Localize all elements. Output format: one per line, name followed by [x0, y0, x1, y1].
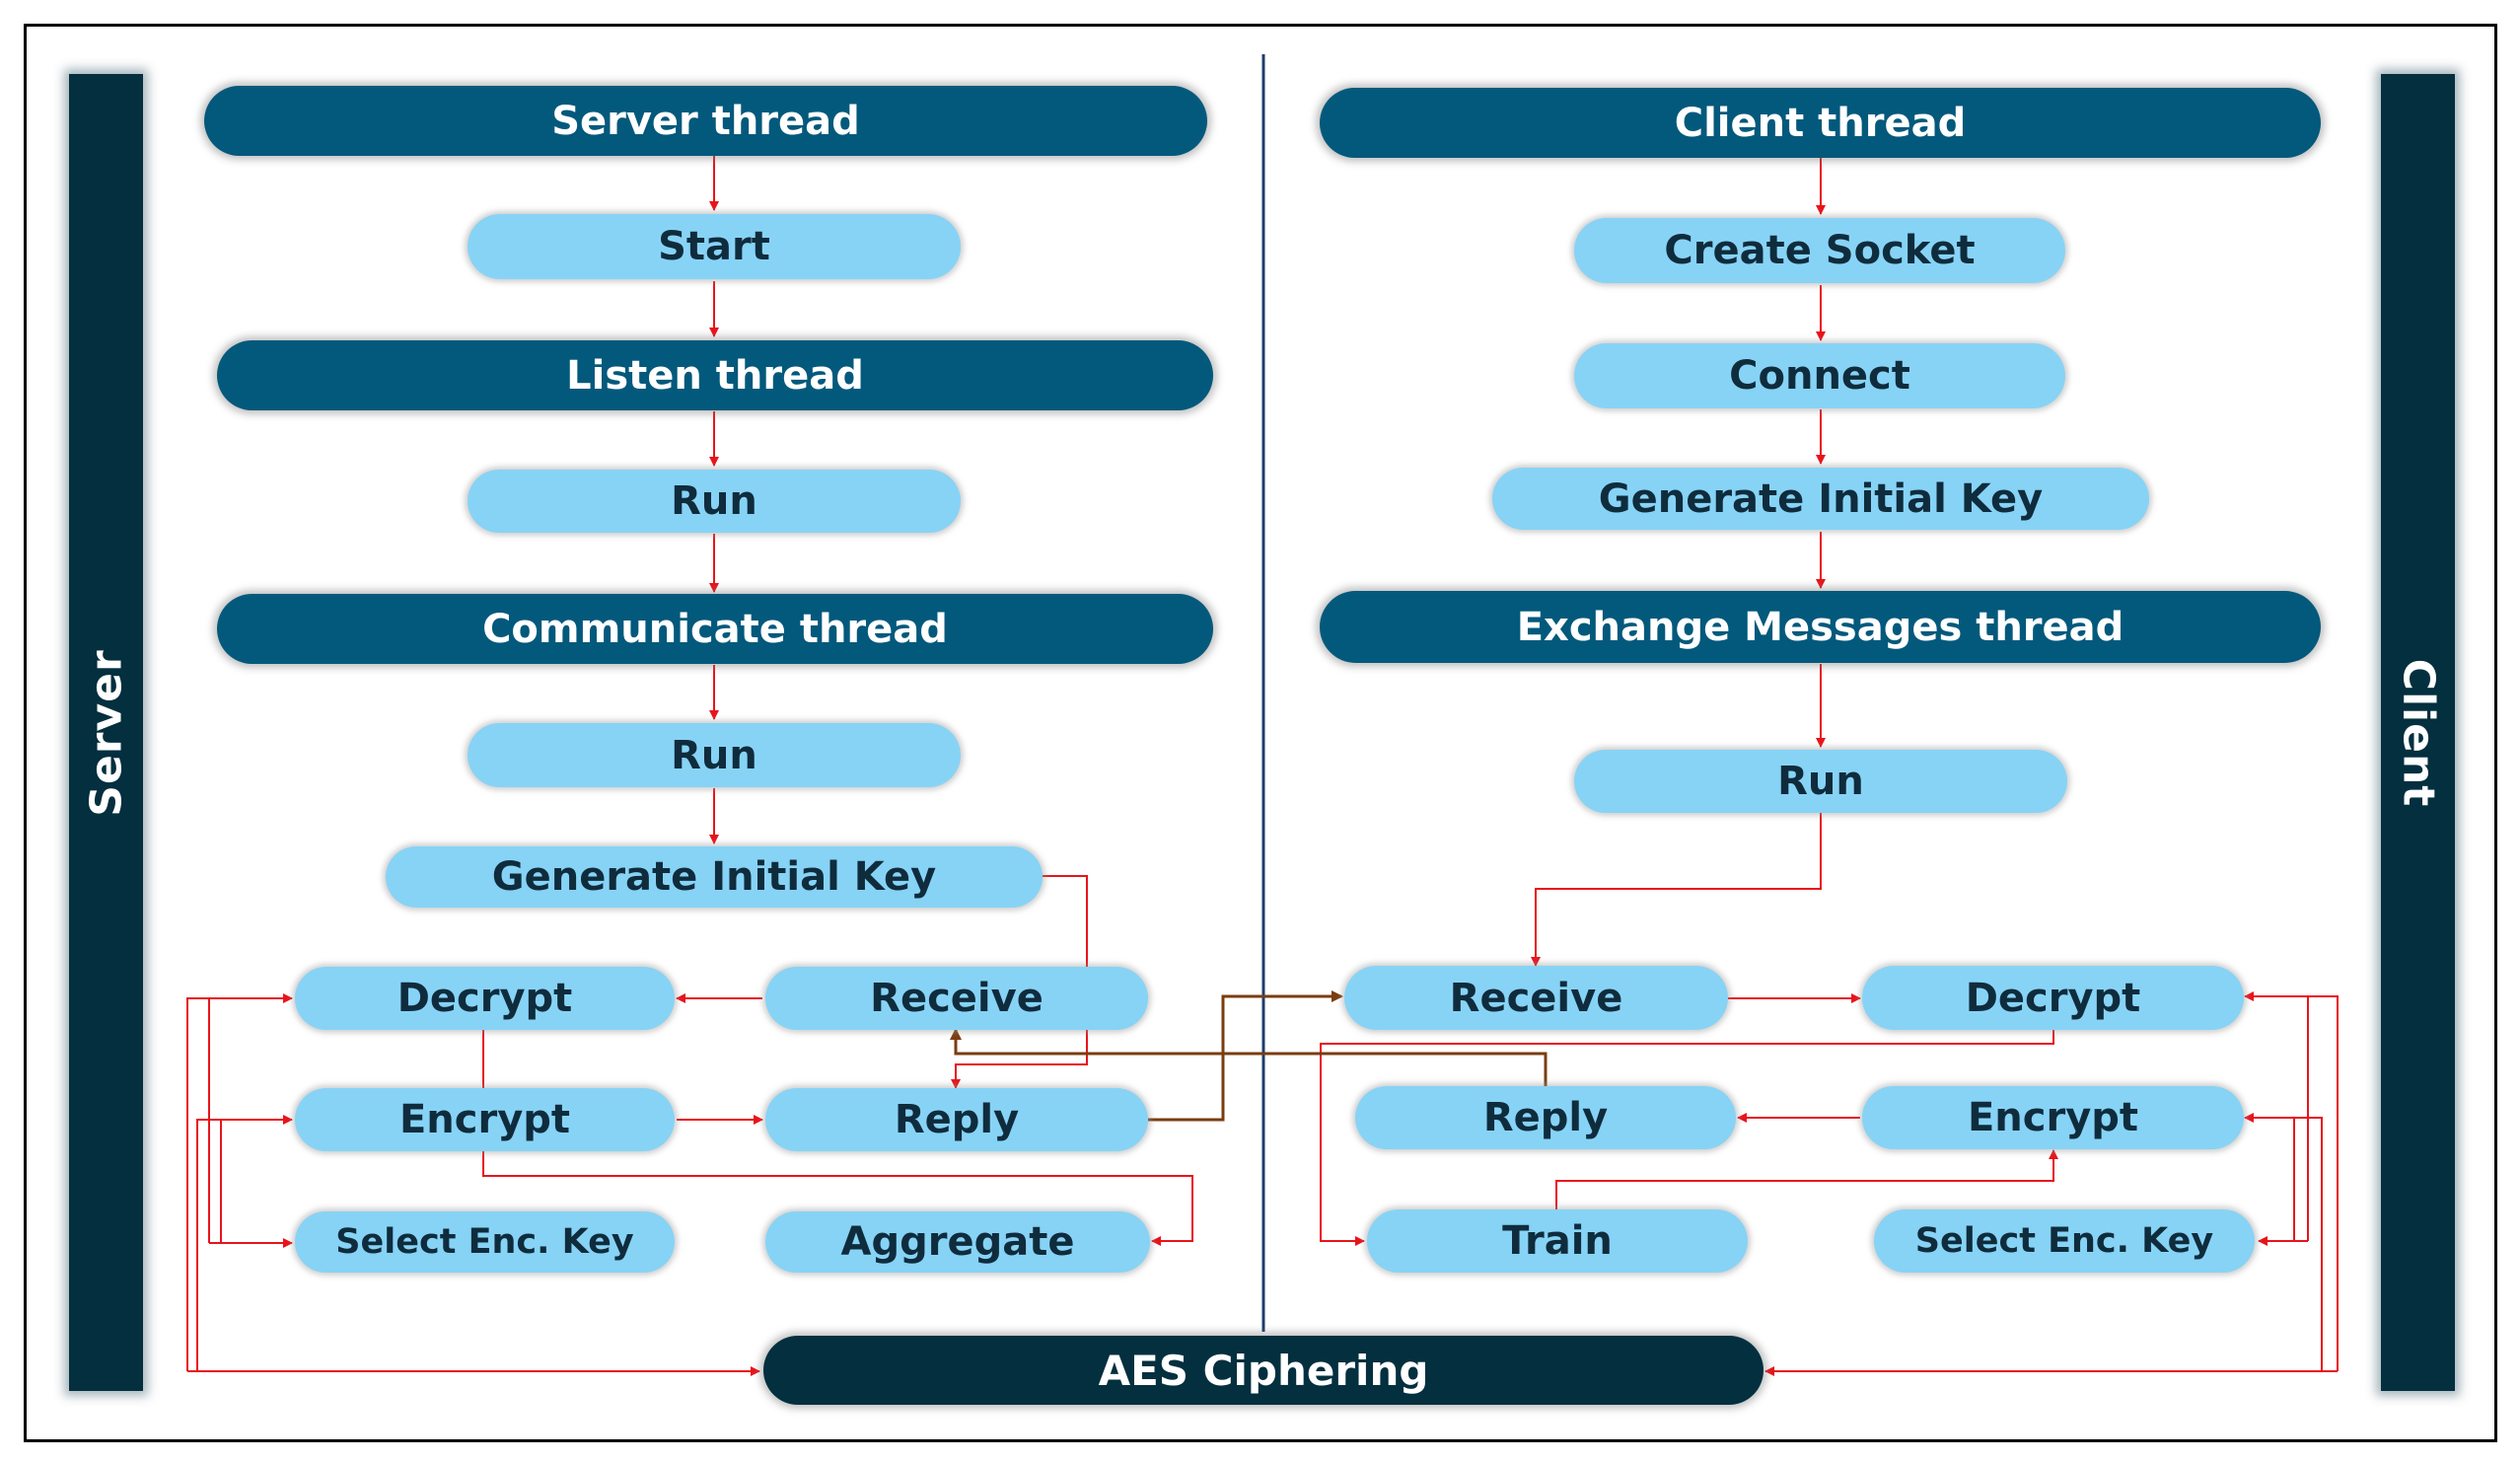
server-select-key-node: Select Enc. Key [295, 1211, 675, 1273]
aes-ciphering-node: AES Ciphering [763, 1336, 1764, 1405]
communicate-thread-node: Communicate thread [217, 594, 1213, 664]
arrow-train-to-encrypt [1555, 1149, 2058, 1209]
client-receive-node: Receive [1344, 966, 1728, 1030]
create-socket-node: Create Socket [1574, 218, 2065, 283]
client-sidebar: Client [2381, 74, 2455, 1391]
network-arrow-server-reply-to-client-receive [1148, 990, 1343, 1122]
client-reply-node: Reply [1355, 1086, 1736, 1149]
client-encrypt-node: Encrypt [1862, 1086, 2244, 1149]
client-train-node: Train [1367, 1209, 1748, 1273]
arrow-bus-to-decrypt [186, 993, 293, 1371]
diagram-frame [24, 24, 2497, 1442]
server-aggregate-node: Aggregate [765, 1211, 1150, 1273]
client-run-node: Run [1574, 750, 2067, 813]
server-receive-node: Receive [765, 967, 1148, 1030]
listen-thread-node: Listen thread [217, 340, 1213, 410]
server-run-node-1: Run [468, 470, 961, 533]
connect-node: Connect [1574, 343, 2065, 408]
arrow-genkey-to-receive [1043, 875, 1088, 967]
server-generate-key-node: Generate Initial Key [386, 846, 1043, 908]
exchange-messages-thread-node: Exchange Messages thread [1320, 591, 2321, 663]
arrow-run-to-receive [1531, 813, 1822, 967]
server-sidebar: Server [69, 74, 143, 1391]
server-start-node: Start [468, 214, 961, 279]
client-select-key-node: Select Enc. Key [1874, 1209, 2255, 1273]
arrow-encrypt-to-aggregate [482, 1151, 1193, 1246]
server-run-node-2: Run [468, 723, 961, 787]
server-encrypt-node: Encrypt [295, 1088, 675, 1151]
arrow-bus-to-encrypt [196, 1115, 293, 1371]
arrow-bus-to-decrypt-client [2244, 991, 2339, 1371]
client-thread-node: Client thread [1320, 88, 2321, 158]
server-decrypt-node: Decrypt [295, 967, 675, 1030]
network-arrow-client-reply-to-server-receive [950, 1028, 1548, 1086]
arrow-receive-to-reply [951, 1030, 1088, 1089]
server-reply-node: Reply [765, 1088, 1148, 1151]
arrow-decrypt-to-train [1320, 1030, 2054, 1246]
server-thread-node: Server thread [204, 86, 1207, 156]
client-generate-key-node: Generate Initial Key [1492, 468, 2149, 530]
client-decrypt-node: Decrypt [1862, 966, 2244, 1030]
arrow-bus-to-encrypt-client [2244, 1113, 2323, 1371]
